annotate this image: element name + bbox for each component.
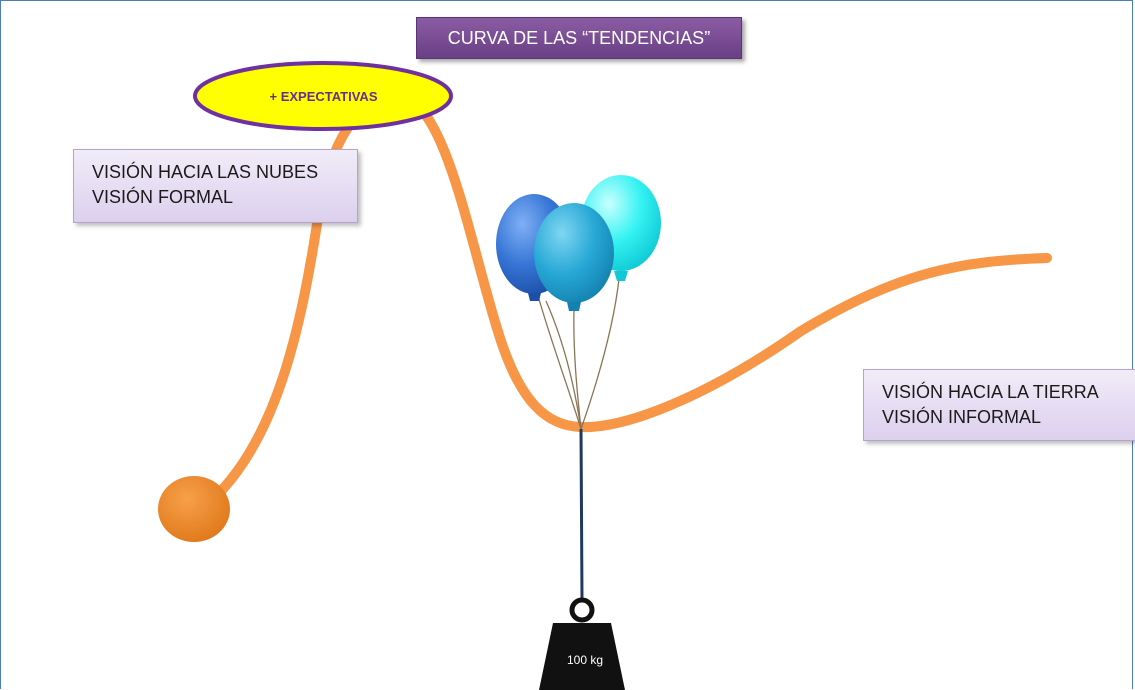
weight-label: 100 kg [566, 653, 604, 667]
weight-rope [579, 428, 584, 600]
label-vision-clouds: VISIÓN HACIA LAS NUBES VISIÓN FORMAL [73, 149, 358, 223]
peak-label: + EXPECTATIVAS [269, 88, 378, 104]
peak-ellipse [193, 61, 453, 131]
start-dot [158, 476, 230, 542]
weight-icon [539, 597, 625, 690]
trend-curve [206, 90, 1052, 506]
label-vision-clouds-line1: VISIÓN HACIA LAS NUBES [92, 162, 319, 182]
label-vision-clouds-line2: VISIÓN FORMAL [92, 187, 234, 207]
balloon-teal [534, 203, 614, 311]
balloon-strings [538, 278, 620, 430]
diagram-title: CURVA DE LAS “TENDENCIAS” [416, 17, 742, 59]
label-vision-earth-line1: VISIÓN HACIA LA TIERRA [882, 382, 1099, 402]
label-vision-earth: VISIÓN HACIA LA TIERRA VISIÓN INFORMAL [863, 369, 1135, 441]
label-vision-earth-line2: VISIÓN INFORMAL [882, 407, 1042, 427]
